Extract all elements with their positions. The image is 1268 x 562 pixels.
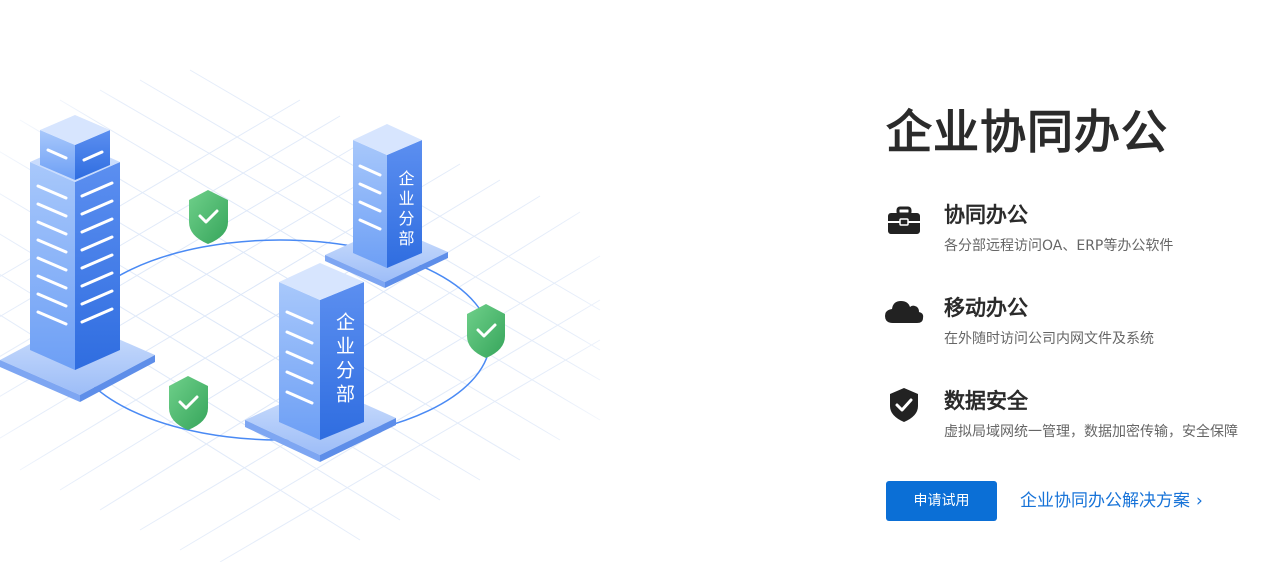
shield-check-icon: [890, 388, 918, 422]
cloud-icon: [885, 301, 924, 323]
hero-content: 企业协同办公 协同办公 各分部远程访问OA、ERP等办公软件 移动办公 在外随时…: [885, 100, 1268, 477]
branch-building-top: 企业分部: [325, 124, 448, 288]
hq-building: [0, 115, 155, 402]
branch-building-bottom: 企业分部: [245, 263, 396, 462]
shield-check-icon: [169, 376, 208, 430]
network-illustration: 企业分部 企业分部: [0, 0, 640, 562]
feature-title: 协同办公: [944, 203, 1028, 227]
feature-item-collab: 协同办公 各分部远程访问OA、ERP等办公软件: [886, 198, 1268, 291]
feature-item-security: 数据安全 虚拟局域网统一管理，数据加密传输，安全保障: [886, 384, 1268, 477]
feature-title: 移动办公: [944, 296, 1028, 320]
briefcase-icon: [888, 206, 920, 234]
feature-title: 数据安全: [944, 389, 1028, 413]
branch-label-bottom: 企业分部: [333, 312, 355, 408]
solution-link[interactable]: 企业协同办公解决方案 ›: [1020, 481, 1203, 521]
page-title: 企业协同办公: [886, 105, 1168, 159]
feature-description: 虚拟局域网统一管理，数据加密传输，安全保障: [944, 424, 1238, 440]
apply-trial-button[interactable]: 申请试用: [886, 481, 997, 521]
feature-description: 各分部远程访问OA、ERP等办公软件: [944, 238, 1174, 254]
solution-link-label: 企业协同办公解决方案: [1020, 491, 1190, 511]
hero-actions: 申请试用 企业协同办公解决方案 ›: [886, 481, 1268, 521]
feature-item-mobile: 移动办公 在外随时访问公司内网文件及系统: [885, 291, 1268, 384]
shield-check-icon: [467, 304, 505, 358]
shield-check-icon: [189, 190, 228, 244]
branch-label-top: 企业分部: [396, 170, 415, 250]
chevron-right-icon: ›: [1196, 491, 1203, 511]
feature-description: 在外随时访问公司内网文件及系统: [944, 331, 1154, 347]
